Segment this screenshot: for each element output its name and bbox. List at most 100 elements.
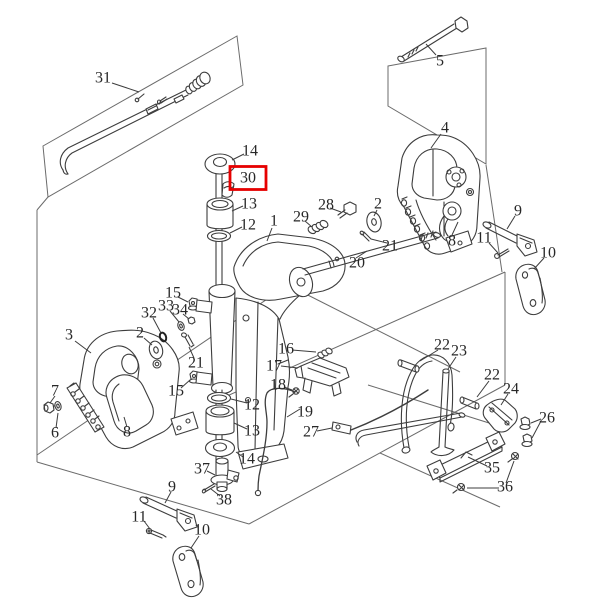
leader-line-13 — [233, 422, 248, 430]
callout-20[interactable]: 20 — [349, 255, 365, 272]
callout-33[interactable]: 33 — [158, 298, 174, 315]
callout-11[interactable]: 11 — [476, 230, 491, 247]
leader-lines — [49, 43, 545, 549]
callout-16[interactable]: 16 — [278, 341, 294, 358]
callout-29[interactable]: 29 — [293, 209, 309, 226]
callout-31[interactable]: 31 — [95, 70, 111, 87]
callout-38[interactable]: 38 — [216, 492, 232, 509]
leader-line-8 — [123, 416, 128, 428]
tilt-pin-right-drawing — [482, 221, 546, 316]
swivel-bracket-drawing — [195, 233, 346, 470]
callout-6[interactable]: 6 — [51, 425, 59, 442]
cable-assembly-drawing — [59, 71, 211, 175]
callout-28[interactable]: 28 — [318, 197, 334, 214]
leader-line-22 — [419, 349, 439, 362]
callout-21[interactable]: 21 — [188, 355, 204, 372]
leader-line-29 — [304, 220, 313, 228]
callout-30[interactable]: 30 — [240, 170, 256, 187]
callout-36[interactable]: 36 — [497, 479, 513, 496]
leader-line-33 — [169, 310, 180, 323]
leader-line-7 — [49, 395, 56, 404]
callout-26[interactable]: 26 — [539, 410, 555, 427]
callout-24[interactable]: 24 — [503, 381, 519, 398]
reverse-lock-yoke-drawing — [355, 354, 480, 457]
leader-line-27 — [316, 427, 333, 432]
leader-line-12 — [229, 226, 243, 234]
callout-21[interactable]: 21 — [382, 238, 398, 255]
callout-23[interactable]: 23 — [451, 343, 467, 360]
callout-10[interactable]: 10 — [194, 522, 210, 539]
callout-4[interactable]: 4 — [441, 120, 449, 137]
callout-11[interactable]: 11 — [131, 509, 146, 526]
callout-14[interactable]: 14 — [239, 451, 255, 468]
callout-32[interactable]: 32 — [141, 305, 157, 322]
callout-18[interactable]: 18 — [270, 377, 286, 394]
leader-line-20 — [355, 250, 368, 259]
leader-line-18 — [283, 386, 293, 391]
callout-27[interactable]: 27 — [303, 424, 319, 441]
callout-22[interactable]: 22 — [434, 337, 450, 354]
callout-13[interactable]: 13 — [244, 423, 260, 440]
callout-19[interactable]: 19 — [297, 404, 313, 421]
inset-panel-top-right — [387, 47, 487, 165]
callout-5[interactable]: 5 — [436, 53, 444, 70]
callout-13[interactable]: 13 — [241, 196, 257, 213]
callout-37[interactable]: 37 — [194, 461, 210, 478]
leader-line-32 — [152, 317, 162, 334]
leader-line-37 — [206, 470, 216, 476]
callout-8[interactable]: 8 — [448, 233, 456, 250]
leader-line-11 — [488, 242, 499, 254]
callout-15[interactable]: 15 — [165, 285, 181, 302]
anode-plate-drawing — [426, 431, 520, 494]
callout-7[interactable]: 7 — [51, 383, 59, 400]
leader-line-22 — [476, 380, 490, 398]
callout-22[interactable]: 22 — [484, 367, 500, 384]
callout-12[interactable]: 12 — [244, 397, 260, 414]
clamp-bracket-small-drawing — [482, 398, 533, 448]
leader-line-19 — [286, 408, 301, 418]
leader-line-28 — [329, 207, 342, 213]
leader-line-1 — [266, 227, 273, 242]
tilt-shaft-drawing — [302, 201, 442, 276]
leader-line-8 — [451, 221, 459, 236]
clamp-bracket-right-drawing — [396, 134, 481, 255]
callout-15[interactable]: 15 — [168, 383, 184, 400]
callout-8[interactable]: 8 — [123, 424, 131, 441]
callout-34[interactable]: 34 — [172, 302, 188, 319]
clamp-bracket-left-drawing — [43, 329, 199, 450]
leader-line-17 — [280, 365, 299, 369]
callout-14[interactable]: 14 — [242, 143, 258, 160]
callout-17[interactable]: 17 — [266, 358, 282, 375]
leader-line-12 — [230, 398, 248, 404]
leader-line-9 — [506, 215, 516, 230]
leader-line-15 — [180, 379, 191, 389]
callout-2[interactable]: 2 — [136, 325, 144, 342]
inset-panel-top-left — [42, 35, 244, 198]
callout-12[interactable]: 12 — [240, 217, 256, 234]
leader-line-10 — [190, 535, 200, 549]
leader-line-14 — [231, 153, 245, 161]
leader-line-26 — [530, 418, 542, 424]
leader-line-11 — [143, 520, 151, 530]
callout-9[interactable]: 9 — [514, 203, 522, 220]
callout-10[interactable]: 10 — [540, 245, 556, 262]
through-bolt-drawing — [397, 16, 469, 63]
leader-line-9 — [164, 491, 172, 504]
leader-line-21 — [188, 346, 195, 359]
leader-line-6 — [55, 412, 59, 429]
callout-9[interactable]: 9 — [168, 479, 176, 496]
leader-line-14 — [235, 451, 244, 458]
callout-2[interactable]: 2 — [374, 196, 382, 213]
leader-line-4 — [430, 133, 442, 149]
highlight-box — [228, 165, 268, 191]
callout-35[interactable]: 35 — [484, 460, 500, 477]
leader-line-35 — [467, 456, 488, 467]
tilt-lock-linkage-drawing — [254, 347, 429, 497]
callout-1[interactable]: 1 — [270, 213, 278, 230]
callout-3[interactable]: 3 — [65, 327, 73, 344]
leader-line-36 — [505, 460, 515, 484]
leader-line-3 — [74, 340, 92, 354]
